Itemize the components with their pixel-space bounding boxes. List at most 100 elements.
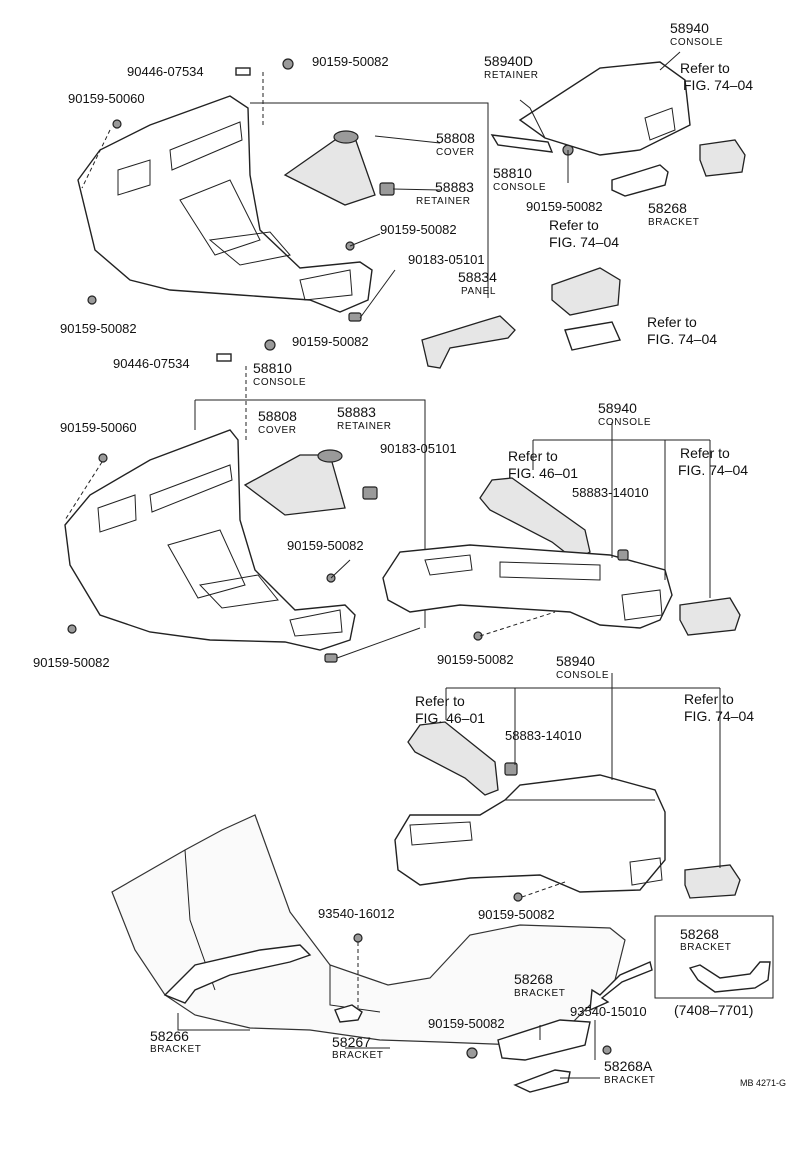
label-c1-console2-pn: 58810 [493,165,532,181]
cupholder-base-1 [564,321,621,351]
label-c1-bracket-nm: BRACKET [648,217,699,228]
label-f-58268-pn: 58268 [514,971,553,987]
ashtray-3 [679,597,741,636]
arrow-icon [589,961,653,1012]
label-c2-90446: 90446-07534 [113,356,190,371]
label-c4-figA: FIG. 46–01 [415,710,485,726]
label-c1-console-pn: 58940 [670,20,709,36]
label-c3-console-pn: 58940 [598,400,637,416]
label-c1-console-nm: CONSOLE [670,37,723,48]
label-inset-pn: 58268 [680,926,719,942]
label-c1-ret2-nm: RETAINER [416,196,471,207]
label-c2-cover-pn: 58808 [258,408,297,424]
label-f-16012: 93540-16012 [318,906,395,921]
label-c2-50082b: 90159-50082 [287,538,364,553]
cupholder-1 [551,267,621,316]
label-c1-ref: Refer to [680,60,730,76]
shift-boot-cover-2 [243,454,346,516]
label-c3-console-nm: CONSOLE [598,417,651,428]
label-c2-50060: 90159-50060 [60,420,137,435]
retainer-clip-3 [617,549,629,561]
label-c4-figB: FIG. 74–04 [684,708,754,724]
label-c1-50082d: 90159-50082 [60,321,137,336]
label-c3-50082: 90159-50082 [437,652,514,667]
section-2-labels: 90446-07534 90159-50082 58810 CONSOLE 90… [33,334,457,670]
label-c1-05101: 90183-05101 [408,252,485,267]
lower-console-1 [77,95,373,313]
inset-box: 58268 BRACKET (7408–7701) [654,915,774,1018]
shift-boot-ring-2 [317,449,343,463]
label-c1-fig3: FIG. 74–04 [647,331,717,347]
label-c1-fig2: FIG. 74–04 [549,234,619,250]
bracket-58267 [334,1004,363,1023]
section-3-parts [382,422,741,641]
section-1-parts [77,51,746,369]
retainer-clip-2 [362,486,378,500]
label-c4-refA: Refer to [415,693,465,709]
vent-grille-1 [117,159,151,196]
armrest-3 [479,477,591,561]
label-c1-90446: 90446-07534 [127,64,204,79]
label-c2-50082a: 90159-50082 [292,334,369,349]
label-c2-ret-pn: 58883 [337,404,376,420]
label-c2-console-nm: CONSOLE [253,377,306,388]
bracket-58266 [163,944,312,1004]
label-c2-cover-nm: COVER [258,425,297,436]
footer-code: MB 4271-G [740,1078,786,1088]
label-c2-05101: 90183-05101 [380,441,457,456]
label-c1-console2-nm: CONSOLE [493,182,546,193]
retainer-strip-1 [490,134,554,153]
shift-boot-ring-1 [333,130,359,144]
box-console-4 [394,774,666,893]
label-c1-retainer-nm: RETAINER [484,70,539,81]
bolt-icon-s3 [473,631,483,641]
label-c3-figA: FIG. 46–01 [508,465,578,481]
bracket-58268-1 [611,164,669,197]
panel-58834 [421,315,516,369]
label-c1-ref3: Refer to [647,314,697,330]
label-c4-14010: 58883-14010 [505,728,582,743]
label-f-58268A-pn: 58268A [604,1058,653,1074]
armrest-4 [407,721,499,796]
section-2-parts [64,339,426,663]
label-f-58266-nm: BRACKET [150,1044,201,1055]
label-c4-refB: Refer to [684,691,734,707]
label-c3-refB: Refer to [680,445,730,461]
inset-frame [654,915,774,999]
label-c3-refA: Refer to [508,448,558,464]
label-c2-console-pn: 58810 [253,360,292,376]
shift-boot-cover-1 [283,137,376,206]
floor-pan [111,814,626,1046]
label-c2-50082c: 90159-50082 [33,655,110,670]
bracket-58268A [513,1069,571,1093]
bolt-icon-s2 [67,339,338,663]
label-c4-50082: 90159-50082 [478,907,555,922]
label-c1-ret2-pn: 58883 [435,179,474,195]
label-f-58267-nm: BRACKET [332,1050,383,1061]
label-inset-range: (7408–7701) [674,1002,753,1018]
label-c1-bracket-pn: 58268 [648,200,687,216]
label-c4-console-pn: 58940 [556,653,595,669]
label-c1-retainer-pn: 58940D [484,53,533,69]
label-f-58268-nm: BRACKET [514,988,565,999]
section-3-labels: 58940 CONSOLE Refer to FIG. 46–01 Refer … [437,400,748,667]
label-c1-fig: FIG. 74–04 [683,77,753,93]
section-4-parts [394,673,741,902]
label-f-58267-pn: 58267 [332,1034,371,1050]
label-inset-nm: BRACKET [680,942,731,953]
label-c1-50082b: 90159-50082 [380,222,457,237]
lower-console-2 [64,429,356,651]
label-c1-ref2: Refer to [549,217,599,233]
long-console-3 [382,544,673,629]
vent-grille-2 [97,494,137,533]
label-c4-console-nm: CONSOLE [556,670,609,681]
section-4-labels: 58940 CONSOLE Refer to FIG. 46–01 Refer … [415,653,754,922]
retainer-clip-4 [504,762,518,776]
label-f-50082: 90159-50082 [428,1016,505,1031]
label-c1-panel-nm: PANEL [461,286,496,297]
label-c2-ret-nm: RETAINER [337,421,392,432]
label-c1-cover-pn: 58808 [436,130,475,146]
bolt-icon-s1 [87,58,574,322]
bolt-icon-floor [353,933,612,1059]
